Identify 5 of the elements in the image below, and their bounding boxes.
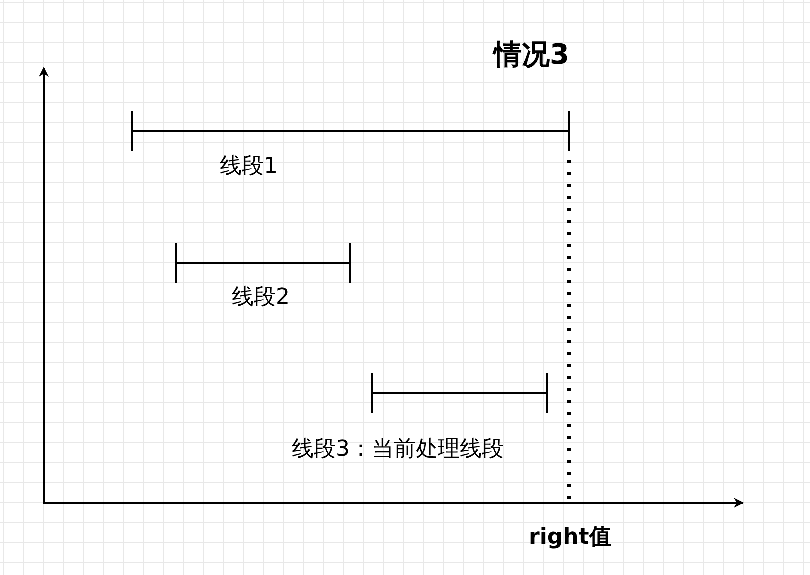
segment-label: 线段1 <box>220 153 278 181</box>
chart-title: 情况3 <box>494 37 570 73</box>
segment-label: 线段3：当前处理线段 <box>292 436 504 464</box>
segment-label: 线段2 <box>232 284 290 312</box>
axis-value-label: right值 <box>529 524 612 552</box>
